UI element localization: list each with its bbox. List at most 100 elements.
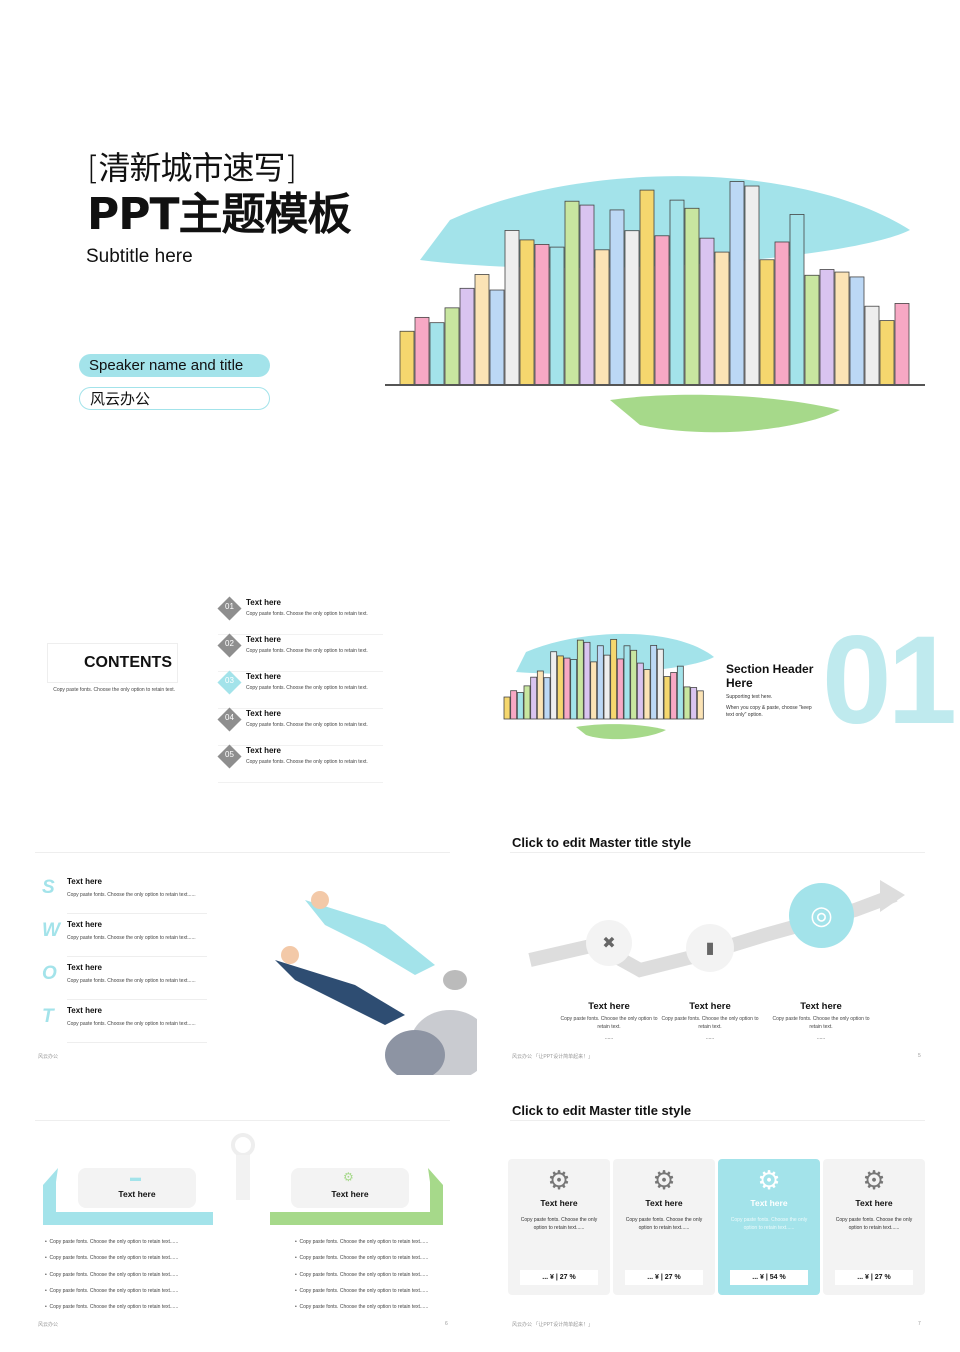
building — [596, 645, 604, 720]
bullet-item: • Copy paste fonts. Choose the only opti… — [295, 1304, 429, 1311]
building — [444, 307, 460, 386]
building — [489, 289, 505, 386]
building — [789, 214, 805, 386]
section-header: Section Header Here — [726, 662, 814, 690]
left-label: Text here — [118, 1189, 156, 1199]
page-number: 5 — [918, 1053, 921, 1059]
footer: 风云办公 — [38, 1054, 59, 1060]
building — [556, 655, 564, 720]
footer: 风云办公 — [38, 1322, 59, 1328]
building — [610, 638, 618, 720]
building — [630, 649, 638, 720]
section-text: Section Header Here Supporting text here… — [726, 662, 818, 719]
card-title: Text here — [750, 1198, 788, 1208]
building — [474, 274, 490, 386]
building — [894, 303, 910, 386]
card-value: ... ¥ | 27 % — [520, 1270, 598, 1285]
city-illustration — [385, 176, 925, 433]
building — [579, 204, 595, 386]
item-title: Text here — [246, 709, 281, 718]
page-number: 6 — [445, 1321, 448, 1327]
section-number: 01 — [822, 611, 957, 750]
building — [590, 661, 598, 720]
card-desc: Copy paste fonts. Choose the only option… — [730, 1217, 808, 1231]
contents-item: 02 Text here Copy paste fonts. Choose th… — [217, 633, 383, 672]
right-label-box: Text here — [291, 1168, 409, 1208]
stat-card: ⚙ Text here Copy paste fonts. Choose the… — [823, 1159, 925, 1295]
bullet-text: Copy paste fonts. Choose the only option… — [299, 1287, 429, 1294]
item-title: Text here — [246, 746, 281, 755]
swot-letter: T — [42, 1006, 54, 1027]
bullet-item: • Copy paste fonts. Choose the only opti… — [295, 1271, 429, 1278]
flying-people-illustration — [275, 891, 477, 1075]
footer: 风云办公 「让PPT设计简单起来！」 — [512, 1054, 594, 1060]
building — [594, 249, 610, 386]
process-title: Click to edit Master title style — [512, 835, 692, 850]
item-desc: Copy paste fonts. Choose the only option… — [246, 722, 368, 728]
step-title: Text here — [588, 1001, 630, 1012]
bullet-text: Copy paste fonts. Choose the only option… — [49, 1255, 179, 1262]
building — [774, 241, 790, 386]
building — [804, 274, 820, 386]
building — [536, 670, 544, 720]
building — [636, 662, 644, 720]
building — [549, 246, 565, 386]
bullet-item: • Copy paste fonts. Choose the only opti… — [295, 1239, 429, 1245]
building — [624, 230, 640, 386]
card-desc: Copy paste fonts. Choose the only option… — [520, 1217, 598, 1231]
card-value: ... ¥ | 27 % — [835, 1270, 913, 1285]
building — [563, 657, 571, 720]
card-title: Text here — [855, 1198, 893, 1208]
building — [616, 658, 624, 720]
step-more: ...... — [604, 1035, 614, 1041]
bullet-text: Copy paste fonts. Choose the only option… — [299, 1239, 429, 1245]
building — [656, 648, 664, 720]
building — [523, 685, 531, 720]
swot-desc: Copy paste fonts. Choose the only option… — [67, 892, 196, 898]
swot-title: Text here — [67, 877, 102, 886]
swot-letter: O — [42, 963, 57, 984]
swot-desc: Copy paste fonts. Choose the only option… — [67, 978, 196, 984]
building — [429, 322, 445, 386]
building — [564, 200, 580, 386]
building — [639, 189, 655, 386]
item-number: 04 — [225, 713, 234, 722]
building — [583, 641, 591, 720]
item-desc: Copy paste fonts. Choose the only option… — [246, 685, 368, 691]
building — [834, 271, 850, 386]
swot-letter: W — [42, 920, 60, 941]
item-title: Text here — [246, 635, 281, 644]
city-illustration-small — [503, 633, 714, 740]
building — [879, 320, 895, 386]
footer: 风云办公 「让PPT设计简单起来！」 — [512, 1322, 594, 1328]
company-pill: 风云办公 — [79, 387, 270, 410]
gear-icon: ⚙ — [652, 1165, 676, 1195]
bullet-item: • Copy paste fonts. Choose the only opti… — [45, 1239, 179, 1245]
building — [510, 690, 518, 720]
bullet-text: Copy paste fonts. Choose the only option… — [49, 1271, 179, 1278]
contents-desc: Copy paste fonts. Choose the only option… — [53, 687, 175, 693]
bullet-item: • Copy paste fonts. Choose the only opti… — [45, 1304, 179, 1311]
contents-item: 05 Text here Copy paste fonts. Choose th… — [217, 744, 383, 783]
bullet-text: Copy paste fonts. Choose the only option… — [299, 1271, 429, 1278]
bullet-item: • Copy paste fonts. Choose the only opti… — [295, 1287, 429, 1294]
building — [849, 276, 865, 386]
item-number: 02 — [225, 639, 234, 648]
card-title: Text here — [540, 1198, 578, 1208]
bullet-item: • Copy paste fonts. Choose the only opti… — [295, 1255, 429, 1262]
building — [576, 639, 584, 720]
building — [696, 690, 704, 720]
building — [744, 185, 760, 386]
gear-icon: ⚙ — [862, 1165, 886, 1195]
bullet-text: Copy paste fonts. Choose the only option… — [49, 1239, 179, 1245]
section-support-1: Supporting text here. — [726, 694, 773, 700]
building — [503, 696, 511, 720]
step-title: Text here — [689, 1001, 731, 1012]
chat-icon: ▬ — [130, 1172, 141, 1184]
item-desc: Copy paste fonts. Choose the only option… — [246, 648, 368, 654]
item-desc: Copy paste fonts. Choose the only option… — [246, 759, 368, 765]
building — [550, 651, 558, 720]
contents-item: 04 Text here Copy paste fonts. Choose th… — [217, 707, 383, 746]
chart-icon: ▮ — [686, 924, 734, 972]
building — [516, 692, 524, 720]
